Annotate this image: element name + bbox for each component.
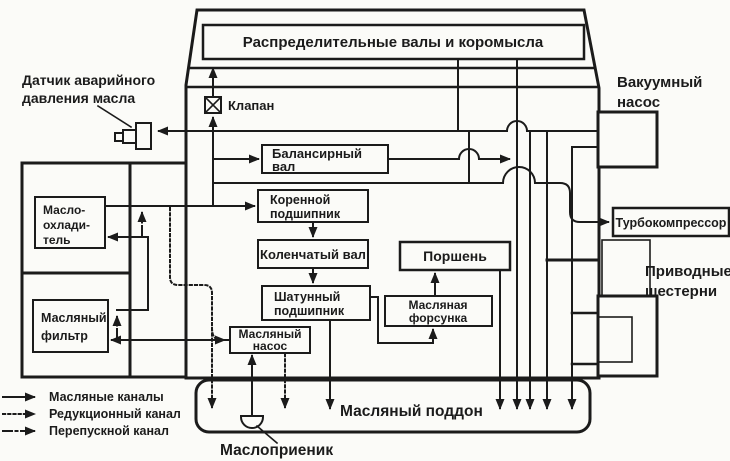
pressure-sensor-label-1: Датчик аварийного <box>22 72 155 88</box>
oil-pump-rect <box>229 326 311 354</box>
valve-cross-2 <box>203 95 223 115</box>
oil-jet-rect <box>384 295 493 327</box>
balance-shaft-rect <box>261 144 389 174</box>
gear-shape-inner <box>597 316 633 363</box>
vacuum-pump-outline <box>596 110 659 169</box>
oil-filter-label-2: фильтр <box>41 329 88 343</box>
engine-body-outline <box>184 8 601 380</box>
piston-label: Поршень <box>423 248 487 264</box>
pressure-sensor-label-2: давления масла <box>22 90 135 106</box>
balance-shaft-label-2: вал <box>272 159 295 174</box>
rod-bearing-box: Шатунный подшипник <box>261 285 371 321</box>
oil-cooler-rect <box>34 196 106 249</box>
jet-feed-line <box>369 296 438 344</box>
crankshaft-rect <box>257 239 369 269</box>
gear-shape-outer <box>596 294 659 378</box>
rod-bearing-label-1: Шатунный <box>274 290 340 304</box>
main-bearing-box: Коренной подшипник <box>257 189 369 223</box>
bypass-channels <box>112 211 147 339</box>
oil-filter-rect <box>32 299 109 353</box>
oil-pan-outline <box>194 378 592 434</box>
oil-filter-box: Масляный фильтр <box>32 299 109 353</box>
sensor-body <box>122 129 137 144</box>
oil-jet-label-1: Масляная <box>408 298 467 312</box>
valve-label: Клапан <box>228 98 274 113</box>
rod-bearing-label-2: подшипник <box>274 304 345 318</box>
pressure-sensor-icon <box>135 122 152 150</box>
drive-gears: Приводные шестерни <box>596 239 730 378</box>
oil-pan: Масляный поддон <box>194 378 592 434</box>
drive-gears-label-2: шестерни <box>645 283 717 300</box>
turbocharger: Турбокомпрессор <box>611 206 730 238</box>
oil-jet-box: Масляная форсунка <box>384 295 493 327</box>
oil-cooler-label-3: тель <box>43 233 71 247</box>
piston-box: Поршень <box>398 240 512 272</box>
turbocharger-box <box>611 206 730 238</box>
camshafts-rect <box>201 23 586 61</box>
relief-channels <box>169 207 290 409</box>
legend-dashdot-label: Перепускной канал <box>49 424 169 438</box>
main-bearing-rect <box>257 189 369 223</box>
legend-solid-label: Масляные каналы <box>49 390 164 404</box>
head-gallery-line <box>212 120 619 132</box>
relief-into-pump <box>210 326 226 345</box>
crankshaft-box: Коленчатый вал <box>257 239 369 269</box>
gear-shape-upper <box>601 239 651 297</box>
legend: Масляные каналы Редукционный канал Переп… <box>2 390 181 438</box>
rod-bearing-rect <box>261 285 371 321</box>
oil-pan-label: Масляный поддон <box>340 403 483 420</box>
sensor-pointer-line <box>96 104 133 129</box>
balance-shaft-out <box>387 148 511 164</box>
vacuum-pump-label-2: насос <box>617 94 660 111</box>
relief-channel-main <box>169 207 217 409</box>
oil-pump-label-1: Масляный <box>239 327 302 341</box>
oil-pump-label-2: насос <box>253 339 288 353</box>
legend-dotted-label: Редукционный канал <box>49 407 181 421</box>
oil-pump-box: Масляный насос <box>229 326 311 354</box>
oil-valve: Клапан <box>203 95 274 115</box>
piston-rect <box>398 240 512 272</box>
sensor-nub <box>114 132 124 142</box>
balance-shaft-label-1: Балансирный <box>272 146 362 161</box>
camshafts-box: Распределительные валы и коромысла <box>201 23 586 61</box>
vacuum-pump: Вакуумный насос <box>596 74 702 169</box>
oil-pickup-label: Маслоприеник <box>220 442 333 459</box>
oil-cooler-label-1: Масло- <box>43 203 85 217</box>
camshafts-label: Распределительные валы и коромысла <box>243 34 544 51</box>
pickup-pointer-line <box>255 424 279 445</box>
engine-outline <box>184 8 601 380</box>
oil-pickup: Маслоприеник <box>220 415 333 459</box>
turbocharger-label: Турбокомпрессор <box>616 216 727 230</box>
drive-gears-label-1: Приводные <box>645 263 730 280</box>
crankshaft-label: Коленчатый вал <box>260 247 366 262</box>
vacuum-pump-label-1: Вакуумный <box>617 74 702 91</box>
pressure-sensor: Датчик аварийного давления масла <box>22 72 155 150</box>
main-bearing-label-2: подшипник <box>270 207 341 221</box>
oil-filter-label-1: Масляный <box>41 311 107 325</box>
oil-cooler-label-2: охлади- <box>43 218 90 232</box>
main-bearing-label-1: Коренной <box>270 193 330 207</box>
oil-jet-label-2: форсунка <box>409 311 468 325</box>
cooler-return-riser <box>116 236 149 311</box>
balance-shaft-box: Балансирный вал <box>261 144 389 174</box>
oil-pickup-icon <box>239 415 265 429</box>
oil-cooler-box: Масло- охлади- тель <box>34 196 106 249</box>
